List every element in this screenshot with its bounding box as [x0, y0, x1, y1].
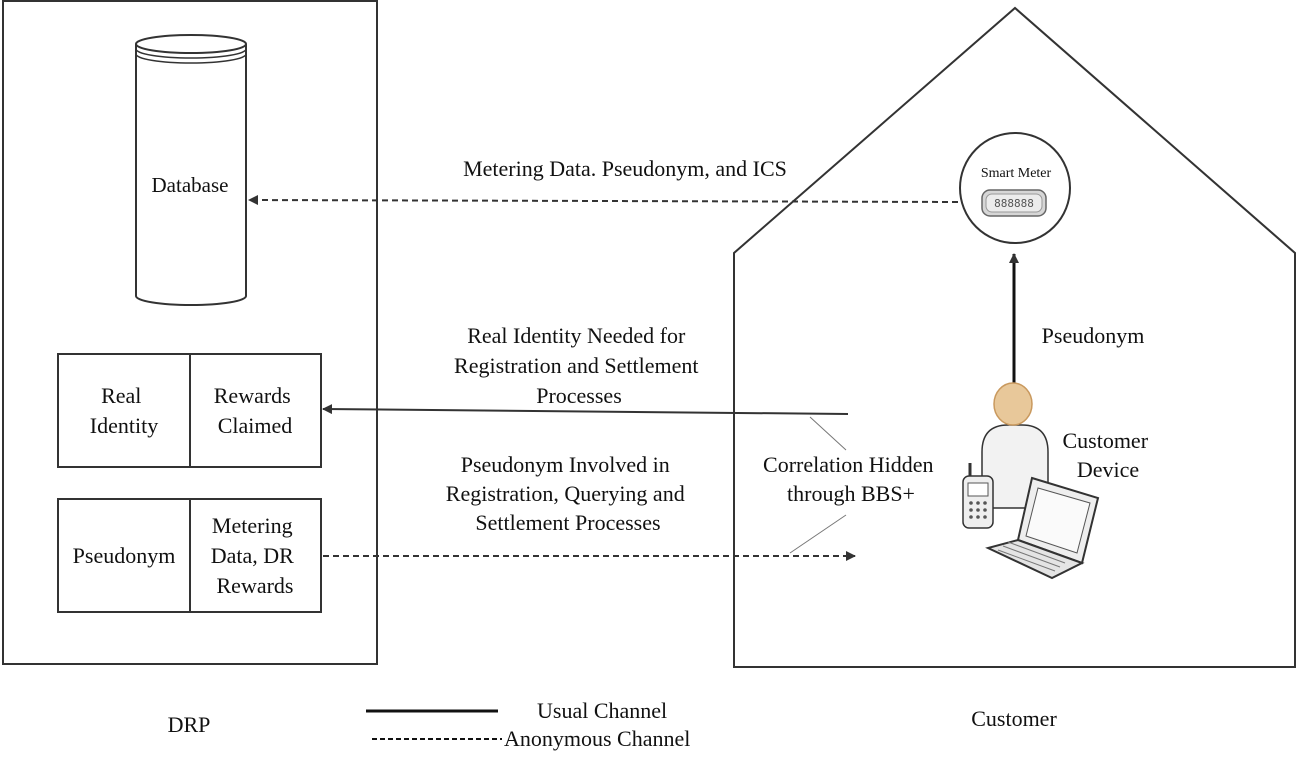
correlation-connector-bottom	[789, 514, 847, 554]
phone-icon	[962, 463, 994, 529]
database-label: Database	[152, 173, 229, 197]
real-identity-flow-label: Real Identity Needed for Registration an…	[454, 323, 704, 408]
customer-device-label: Customer Device	[1062, 428, 1153, 482]
pseudonym-flow-label: Pseudonym Involved in Registration, Quer…	[446, 452, 690, 535]
metering-data-arrow	[248, 195, 959, 206]
pseudonym-arrow-label: Pseudonym	[1042, 323, 1145, 348]
rewards-claimed-cell: Rewards Claimed	[214, 383, 296, 438]
smart-meter-icon	[959, 132, 1071, 244]
pseudonym-cell: Pseudonym	[73, 543, 176, 568]
drp-container	[2, 0, 378, 665]
legend: Usual Channel Anonymous Channel	[366, 698, 690, 751]
metering-data-cell: Metering Data, DR Rewards	[211, 513, 300, 598]
smart-meter-label: Smart Meter	[981, 166, 1052, 181]
meter-display: 888888	[994, 197, 1034, 210]
metering-flow-label: Metering Data. Pseudonym, and ICS	[463, 156, 787, 181]
database-cylinder-icon	[135, 34, 247, 306]
correlation-connector-top	[809, 416, 847, 451]
real-identity-arrow	[322, 404, 849, 415]
laptop-icon	[985, 476, 1100, 580]
correlation-hidden-label: Correlation Hidden through BBS+	[763, 452, 939, 506]
anonymous-channel-label: Anonymous Channel	[504, 726, 690, 751]
drp-caption: DRP	[168, 712, 211, 737]
real-identity-cell: Real Identity	[90, 383, 158, 438]
usual-channel-label: Usual Channel	[537, 698, 667, 723]
customer-caption: Customer	[971, 706, 1057, 731]
customer-house	[733, 6, 1296, 668]
